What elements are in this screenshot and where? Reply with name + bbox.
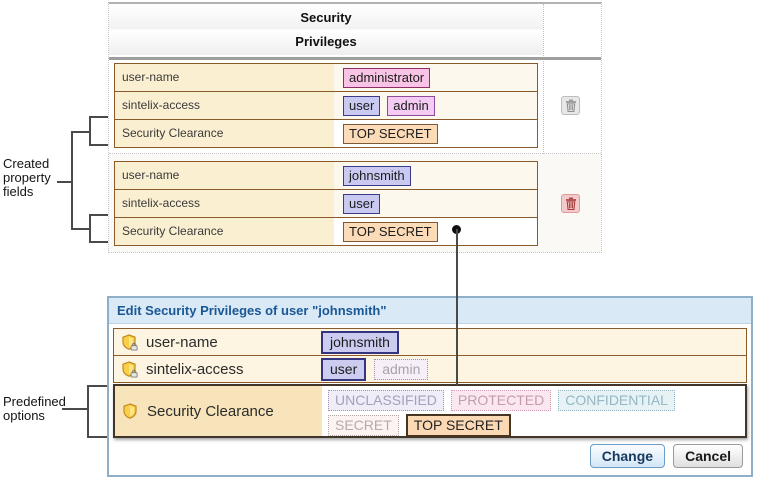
- table-header-rule: [109, 57, 601, 60]
- clearance-options: UNCLASSIFIED PROTECTED CONFIDENTIAL SECRET…: [322, 386, 745, 437]
- record-administrator: user-name administrator sintelix-access …: [114, 63, 538, 148]
- trash-icon: [564, 197, 577, 210]
- value-chip[interactable]: user: [321, 357, 367, 381]
- value-chip[interactable]: johnsmith: [321, 330, 399, 354]
- change-button[interactable]: Change: [589, 444, 666, 468]
- editor-footer: Change Cancel: [589, 444, 743, 468]
- field-label: sintelix-access: [115, 190, 334, 217]
- field-label: Security Clearance: [115, 218, 334, 245]
- value-badge: user: [343, 95, 381, 116]
- predefined-connector-line: [62, 408, 88, 410]
- record-separator: [109, 153, 601, 154]
- option-top-secret-selected[interactable]: TOP SECRET: [405, 414, 511, 437]
- option-secret[interactable]: SECRET: [328, 415, 399, 436]
- value-badge: johnsmith: [343, 165, 411, 186]
- callout-line: [456, 229, 458, 385]
- field-label: user-name: [115, 162, 334, 189]
- field-label: Security Clearance: [115, 120, 334, 147]
- table-row: Security Clearance TOP SECRET: [115, 218, 537, 245]
- predefined-bracket-lower: [87, 436, 107, 438]
- predefined-bracket-upper: [87, 385, 107, 387]
- editor-title: Edit Security Privileges of user "johnsm…: [109, 298, 751, 324]
- cancel-button[interactable]: Cancel: [673, 444, 743, 468]
- table-row: sintelix-access user: [115, 190, 537, 218]
- created-bottom-brace: [89, 214, 91, 243]
- option-confidential[interactable]: CONFIDENTIAL: [558, 390, 675, 411]
- value-badge: administrator: [343, 67, 431, 88]
- editor-fieldbox: user-name johnsmith sintelix-access: [113, 328, 747, 383]
- editor-field-label: user-name: [146, 333, 218, 351]
- record-johnsmith: user-name johnsmith sintelix-access user…: [114, 161, 538, 246]
- created-property-fields-label: Created property fields: [3, 157, 51, 199]
- table-column-divider: [543, 4, 544, 252]
- predefined-options-label: Predefined options: [3, 395, 66, 423]
- shield-lock-icon: [121, 360, 139, 378]
- option-chip[interactable]: admin: [374, 358, 429, 380]
- value-badge: TOP SECRET: [343, 123, 438, 144]
- annotation-line-text: options: [3, 408, 45, 423]
- table-row: Security Clearance TOP SECRET: [115, 120, 537, 147]
- option-unclassified[interactable]: UNCLASSIFIED: [328, 390, 444, 411]
- table-title-line1: Security: [300, 10, 352, 25]
- annotation-line-text: fields: [3, 184, 34, 199]
- created-bracket-top-arm: [71, 131, 90, 133]
- value-badge: user: [343, 193, 381, 214]
- table-header: Security Privileges: [109, 4, 543, 55]
- value-badge: admin: [387, 95, 435, 116]
- editor-field-label: sintelix-access: [146, 360, 244, 378]
- privileges-table: Security Privileges user-name administra…: [108, 2, 602, 253]
- delete-record-button[interactable]: [561, 194, 580, 213]
- created-bracket-bottom-arm: [71, 228, 90, 230]
- table-row: user-name administrator: [115, 64, 537, 92]
- table-title-line2: Privileges: [295, 34, 357, 49]
- created-top-brace-lower: [89, 144, 108, 146]
- annotation-line-text: property: [3, 170, 51, 185]
- created-connector-line: [57, 181, 72, 183]
- edit-security-privileges-panel: Edit Security Privileges of user "johnsm…: [107, 296, 753, 477]
- editor-row-security-clearance: Security Clearance UNCLASSIFIED PROTECTED…: [113, 384, 747, 438]
- predefined-bracket-spine: [87, 385, 89, 438]
- editor-row-user-name: user-name johnsmith: [114, 329, 746, 355]
- created-top-brace-upper: [89, 116, 108, 118]
- annotation-line-text: Created: [3, 156, 50, 171]
- option-protected[interactable]: PROTECTED: [450, 390, 552, 411]
- trash-icon: [564, 99, 577, 112]
- value-badge: TOP SECRET: [343, 221, 438, 242]
- annotation-line-text: Predefined: [3, 394, 66, 409]
- field-label: sintelix-access: [115, 92, 334, 119]
- delete-record-button[interactable]: [561, 96, 580, 115]
- created-bracket-spine: [71, 131, 73, 230]
- editor-field-label: Security Clearance: [147, 402, 274, 420]
- shield-icon: [122, 402, 140, 420]
- created-bottom-brace-lower: [89, 241, 108, 243]
- created-bottom-brace-upper: [89, 214, 108, 216]
- shield-lock-icon: [121, 333, 139, 351]
- table-row: sintelix-access user admin: [115, 92, 537, 120]
- table-row: user-name johnsmith: [115, 162, 537, 190]
- field-label: user-name: [115, 64, 334, 91]
- created-top-brace: [89, 116, 91, 146]
- editor-row-sintelix-access: sintelix-access user admin: [114, 355, 746, 382]
